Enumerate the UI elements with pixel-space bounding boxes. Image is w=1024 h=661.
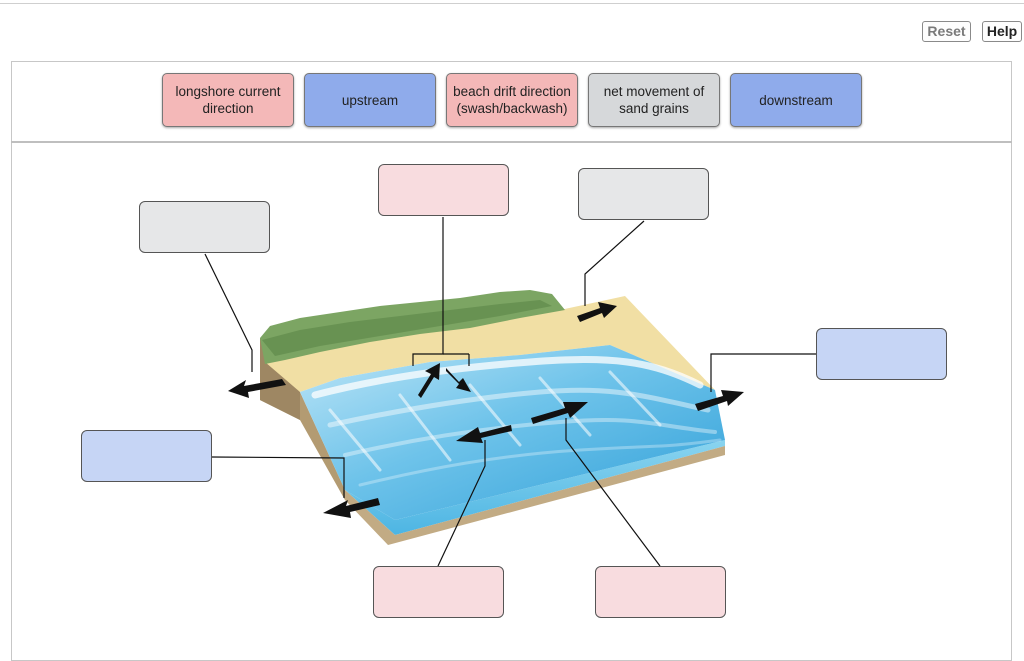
drop-target-7[interactable] bbox=[595, 566, 726, 618]
label-chip-beach-drift-direction[interactable]: beach drift direction (swash/backwash) bbox=[446, 73, 578, 127]
water-front-face bbox=[345, 440, 725, 535]
arrow-backwash bbox=[446, 368, 471, 392]
label-chip-net-movement-of-sand-grains[interactable]: net movement of sand grains bbox=[588, 73, 720, 127]
label-chip-longshore-current-direction[interactable]: longshore current direction bbox=[162, 73, 294, 127]
drop-target-5[interactable] bbox=[81, 430, 212, 482]
help-button[interactable]: Help bbox=[982, 21, 1022, 42]
arrow-downstream-water bbox=[695, 390, 744, 411]
reset-button[interactable]: Reset bbox=[922, 21, 971, 42]
arrow-downstream-land bbox=[577, 302, 617, 322]
label-bank-divider bbox=[11, 141, 1012, 143]
wave-foam bbox=[311, 356, 722, 487]
sediment-bottom-strip bbox=[345, 446, 725, 545]
arrow-longshore-left bbox=[456, 425, 512, 443]
label-chip-downstream[interactable]: downstream bbox=[730, 73, 862, 127]
arrow-upstream-land bbox=[228, 379, 286, 398]
arrow-swash bbox=[418, 363, 440, 398]
arrows bbox=[228, 302, 744, 518]
label-chip-upstream[interactable]: upstream bbox=[304, 73, 436, 127]
vegetated-uplands-shade bbox=[262, 300, 552, 356]
leader-lines bbox=[204, 217, 816, 567]
drop-target-2[interactable] bbox=[378, 164, 509, 216]
top-rule bbox=[0, 3, 1024, 4]
drop-target-3[interactable] bbox=[578, 168, 709, 220]
arrow-longshore-right bbox=[531, 402, 588, 424]
arrow-upstream-water bbox=[323, 498, 380, 518]
drop-target-6[interactable] bbox=[373, 566, 504, 618]
drop-target-4[interactable] bbox=[816, 328, 947, 380]
beach-sand bbox=[265, 296, 715, 392]
longshore-drift-diagram bbox=[204, 217, 816, 567]
water-surface bbox=[300, 345, 725, 520]
drop-target-1[interactable] bbox=[139, 201, 270, 253]
